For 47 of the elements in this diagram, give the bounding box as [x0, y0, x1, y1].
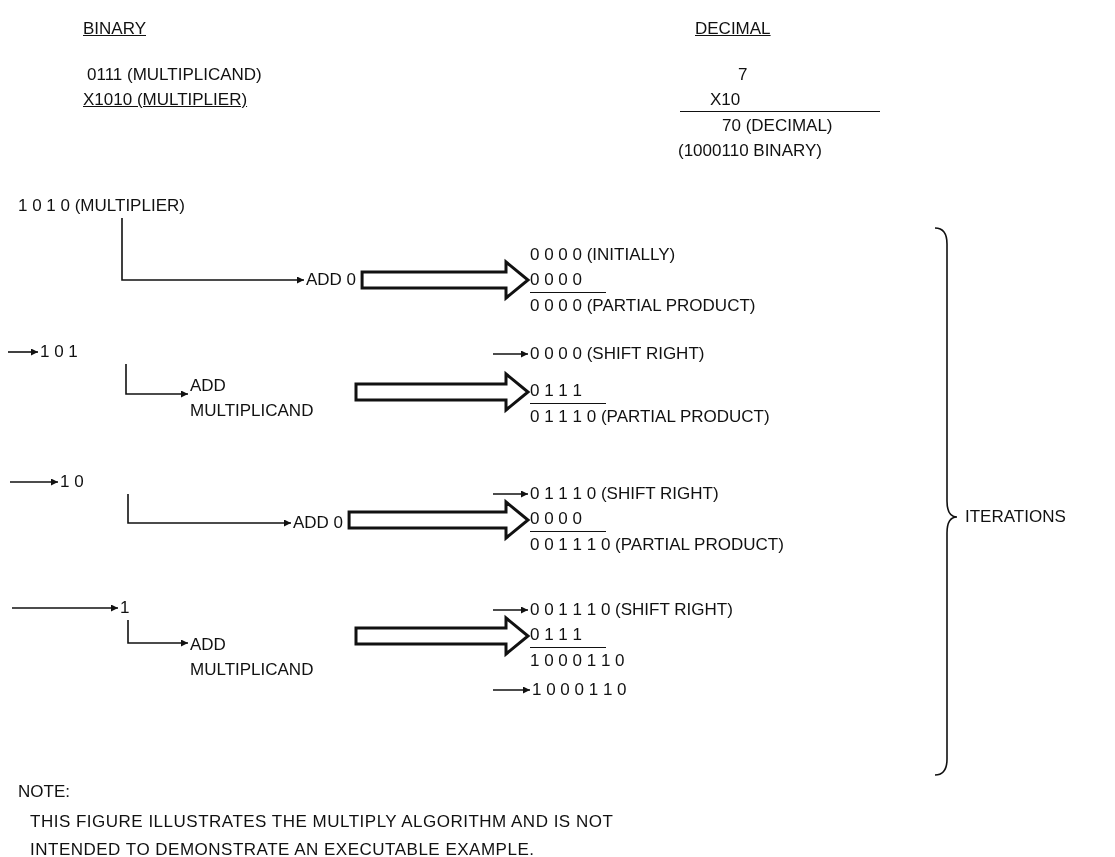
multiplier-bits: 1 0 1	[40, 341, 78, 363]
sum-value: 0 0 1 1 1 0 (PARTIAL PRODUCT)	[530, 534, 784, 556]
operation-label: ADD MULTIPLICAND	[190, 373, 350, 423]
operation-label: ADD 0	[293, 512, 344, 534]
multiplicand-value: 0111 (MULTIPLICAND)	[87, 64, 262, 86]
note-text: THIS FIGURE ILLUSTRATES THE MULTIPLY ALGORITHM AND IS NOT INTENDED TO DEMONSTRATE AN EXECUTABLE EXAMPLE.	[30, 811, 614, 857]
arrow	[492, 350, 529, 358]
addend-value: 0 1 1 1	[530, 623, 606, 648]
decimal-value: 7	[738, 64, 748, 86]
arrow	[11, 604, 119, 612]
sum-value: 1 0 0 0 1 1 0	[530, 650, 625, 672]
iterations-label: ITERATIONS	[965, 506, 1066, 528]
register-value: 0 0 0 0 (INITIALLY)	[530, 244, 676, 266]
hollow-arrow	[354, 370, 531, 414]
arrow	[492, 686, 531, 694]
operation-label: ADD MULTIPLICAND	[190, 632, 350, 682]
hollow-arrow	[347, 498, 531, 542]
arrow	[7, 348, 39, 356]
column-heading: DECIMAL	[695, 18, 771, 40]
arrow	[127, 619, 189, 647]
note-heading: NOTE:	[18, 781, 70, 803]
hollow-arrow	[360, 258, 531, 302]
product-value: 1 0 0 0 1 1 0	[532, 679, 627, 701]
operation-label: ADD 0	[306, 269, 357, 291]
multiplier-bits: 1 0 1 0 (MULTIPLIER)	[18, 195, 185, 217]
multiplier-bits: 1 0	[60, 471, 84, 493]
multiplier-value: X1010 (MULTIPLIER)	[83, 89, 248, 111]
register-value: 0 0 0 0 (SHIFT RIGHT)	[530, 343, 705, 365]
binary-result: (1000110 BINARY)	[678, 140, 822, 162]
arrow	[9, 478, 59, 486]
decimal-result: 70 (DECIMAL)	[722, 115, 833, 137]
hollow-arrow	[354, 614, 531, 658]
arrow	[125, 363, 189, 398]
arrow	[492, 490, 529, 498]
column-heading: BINARY	[83, 18, 146, 40]
addend-value: 0 0 0 0	[530, 507, 606, 532]
addend-value: 0 1 1 1	[530, 379, 606, 404]
arrow	[127, 493, 292, 527]
register-value: 0 0 1 1 1 0 (SHIFT RIGHT)	[530, 599, 733, 621]
sum-value: 0 0 0 0 (PARTIAL PRODUCT)	[530, 295, 756, 317]
arrow	[121, 217, 305, 284]
sum-value: 0 1 1 1 0 (PARTIAL PRODUCT)	[530, 406, 770, 428]
decimal-multiplier: X10	[680, 89, 880, 112]
multiplier-bits: 1	[120, 597, 130, 619]
register-value: 0 1 1 1 0 (SHIFT RIGHT)	[530, 483, 719, 505]
addend-value: 0 0 0 0	[530, 268, 606, 293]
arrow	[492, 606, 529, 614]
